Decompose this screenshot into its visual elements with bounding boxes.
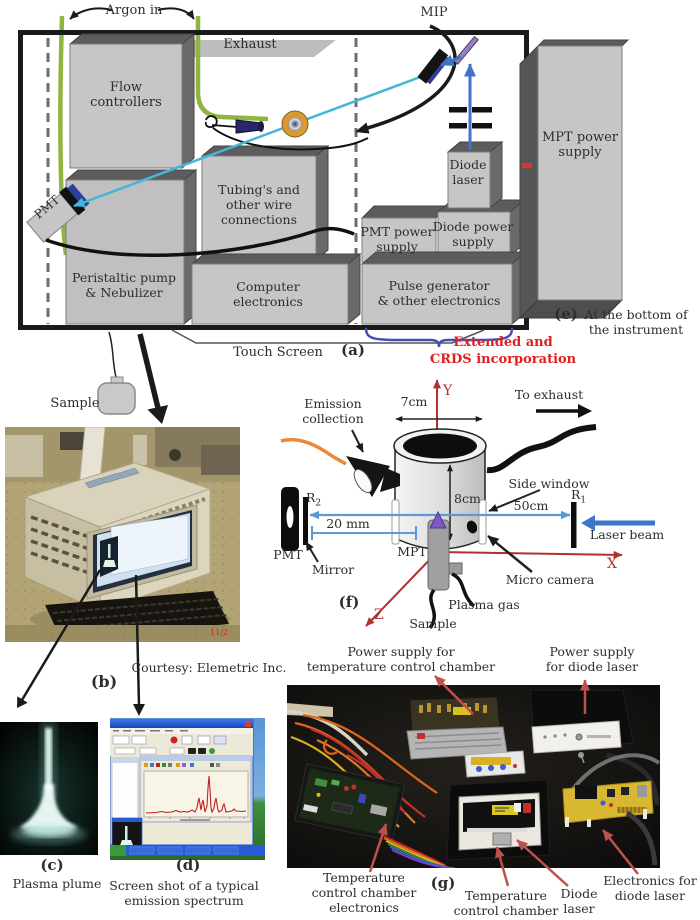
emission-pointer	[351, 429, 364, 453]
diode-beam-turn	[440, 54, 462, 67]
panel-d-tag: (d)	[175, 856, 201, 874]
argon-in-label: Argon in	[105, 3, 163, 18]
mip-label: MIP	[420, 5, 448, 20]
micro-camera-pointer	[487, 535, 533, 573]
panel-e-tag: (e)	[554, 305, 578, 323]
steering-mirror	[453, 35, 479, 65]
micro-camera-dot	[466, 520, 478, 534]
plasma-torch-top-view	[281, 110, 309, 138]
emission-fiber	[280, 438, 347, 466]
sample-f-label: Sample	[409, 616, 457, 631]
mirror-r1	[571, 502, 577, 548]
dim-20mm-label: 20 mm	[326, 516, 370, 531]
axis-y-label: Y	[443, 383, 453, 399]
panel-g-tag: (g)	[430, 874, 456, 892]
pmt-cable	[45, 226, 355, 258]
touch-screen-label: Touch Screen	[233, 345, 323, 360]
photo-plume-art	[0, 722, 98, 855]
panel-c-tag: (c)	[40, 856, 64, 874]
dim-50cm-label: 50cm	[513, 498, 549, 513]
mirror-pointer	[305, 541, 319, 563]
mip-pointer-curve	[363, 24, 457, 131]
photo-spectrum-art	[110, 718, 265, 860]
sample-a-label: Sample	[50, 396, 100, 411]
wall-port-mark	[522, 163, 532, 168]
panel-a-tag: (a)	[341, 341, 365, 359]
photo-electronics	[287, 685, 660, 868]
sample-arrow-shaft	[137, 333, 161, 409]
peristaltic-pump-box	[64, 168, 198, 326]
panel-b-tag: (b)	[90, 672, 118, 691]
nebulizer-spiral	[204, 115, 238, 128]
axis-z-label: Z	[374, 607, 384, 623]
pmt-rotated-label: PMT	[31, 192, 63, 222]
photo-instrument-art	[5, 427, 240, 642]
photo-timestamp: 11/2	[210, 628, 228, 637]
pulse-generator-label: Pulse generator& other electronics	[377, 278, 501, 308]
dim-7cm-label: 7cm	[400, 394, 428, 409]
arrow-to-spectrum-head	[133, 704, 145, 716]
micro-camera-label: Micro camera	[505, 572, 595, 587]
mip-pointer-head	[355, 122, 370, 134]
arrow-to-plume-head	[17, 696, 28, 708]
plasma-gas-label: Plasma gas	[448, 597, 520, 612]
beam-optics-bars	[449, 107, 492, 129]
panel-f-tag: (f)	[338, 593, 360, 611]
photo-plasma-plume	[0, 722, 98, 855]
mpt-label: MPT	[397, 544, 427, 559]
turning-mirror	[417, 48, 450, 85]
nebulizer-cone	[235, 119, 262, 134]
torch-cable	[212, 127, 369, 151]
plasma-chamber	[391, 428, 487, 550]
mpt-torch	[427, 510, 463, 591]
photo-electronics-art	[287, 685, 660, 868]
side-window-label: Side window	[508, 476, 590, 491]
dim-8cm-label: 8cm	[454, 491, 481, 506]
exhaust-tube	[486, 424, 597, 474]
plasma-plume-caption: Plasma plume	[12, 876, 102, 891]
exhaust-label: Exhaust	[223, 37, 277, 52]
laser-beam-label: Laser beam	[589, 527, 665, 542]
mirror-r2-label: R2	[306, 490, 322, 509]
mirror-label: Mirror	[311, 562, 355, 577]
sample-flask	[97, 331, 136, 415]
pmt-f	[281, 487, 299, 551]
axis-x-label: X	[607, 556, 617, 572]
courtesy-label: Courtesy: Elemetric Inc.	[131, 660, 287, 675]
photo-spectrum-screenshot	[110, 718, 265, 860]
emission-collector	[346, 456, 400, 497]
pmt-f-label: PMT	[273, 547, 303, 562]
sample-arrow-head	[147, 405, 168, 424]
mpt-power-supply-box	[518, 39, 630, 320]
exhaust-banner	[76, 40, 336, 57]
nebulizer-cone-mouth	[258, 121, 264, 132]
peristaltic-label: Peristaltic pump& Nebulizer	[71, 270, 177, 300]
to-exhaust-arrow-head	[578, 404, 592, 418]
to-exhaust-label: To exhaust	[514, 387, 584, 402]
photo-instrument	[5, 427, 240, 642]
mirror-r1-label: R1	[571, 487, 587, 506]
